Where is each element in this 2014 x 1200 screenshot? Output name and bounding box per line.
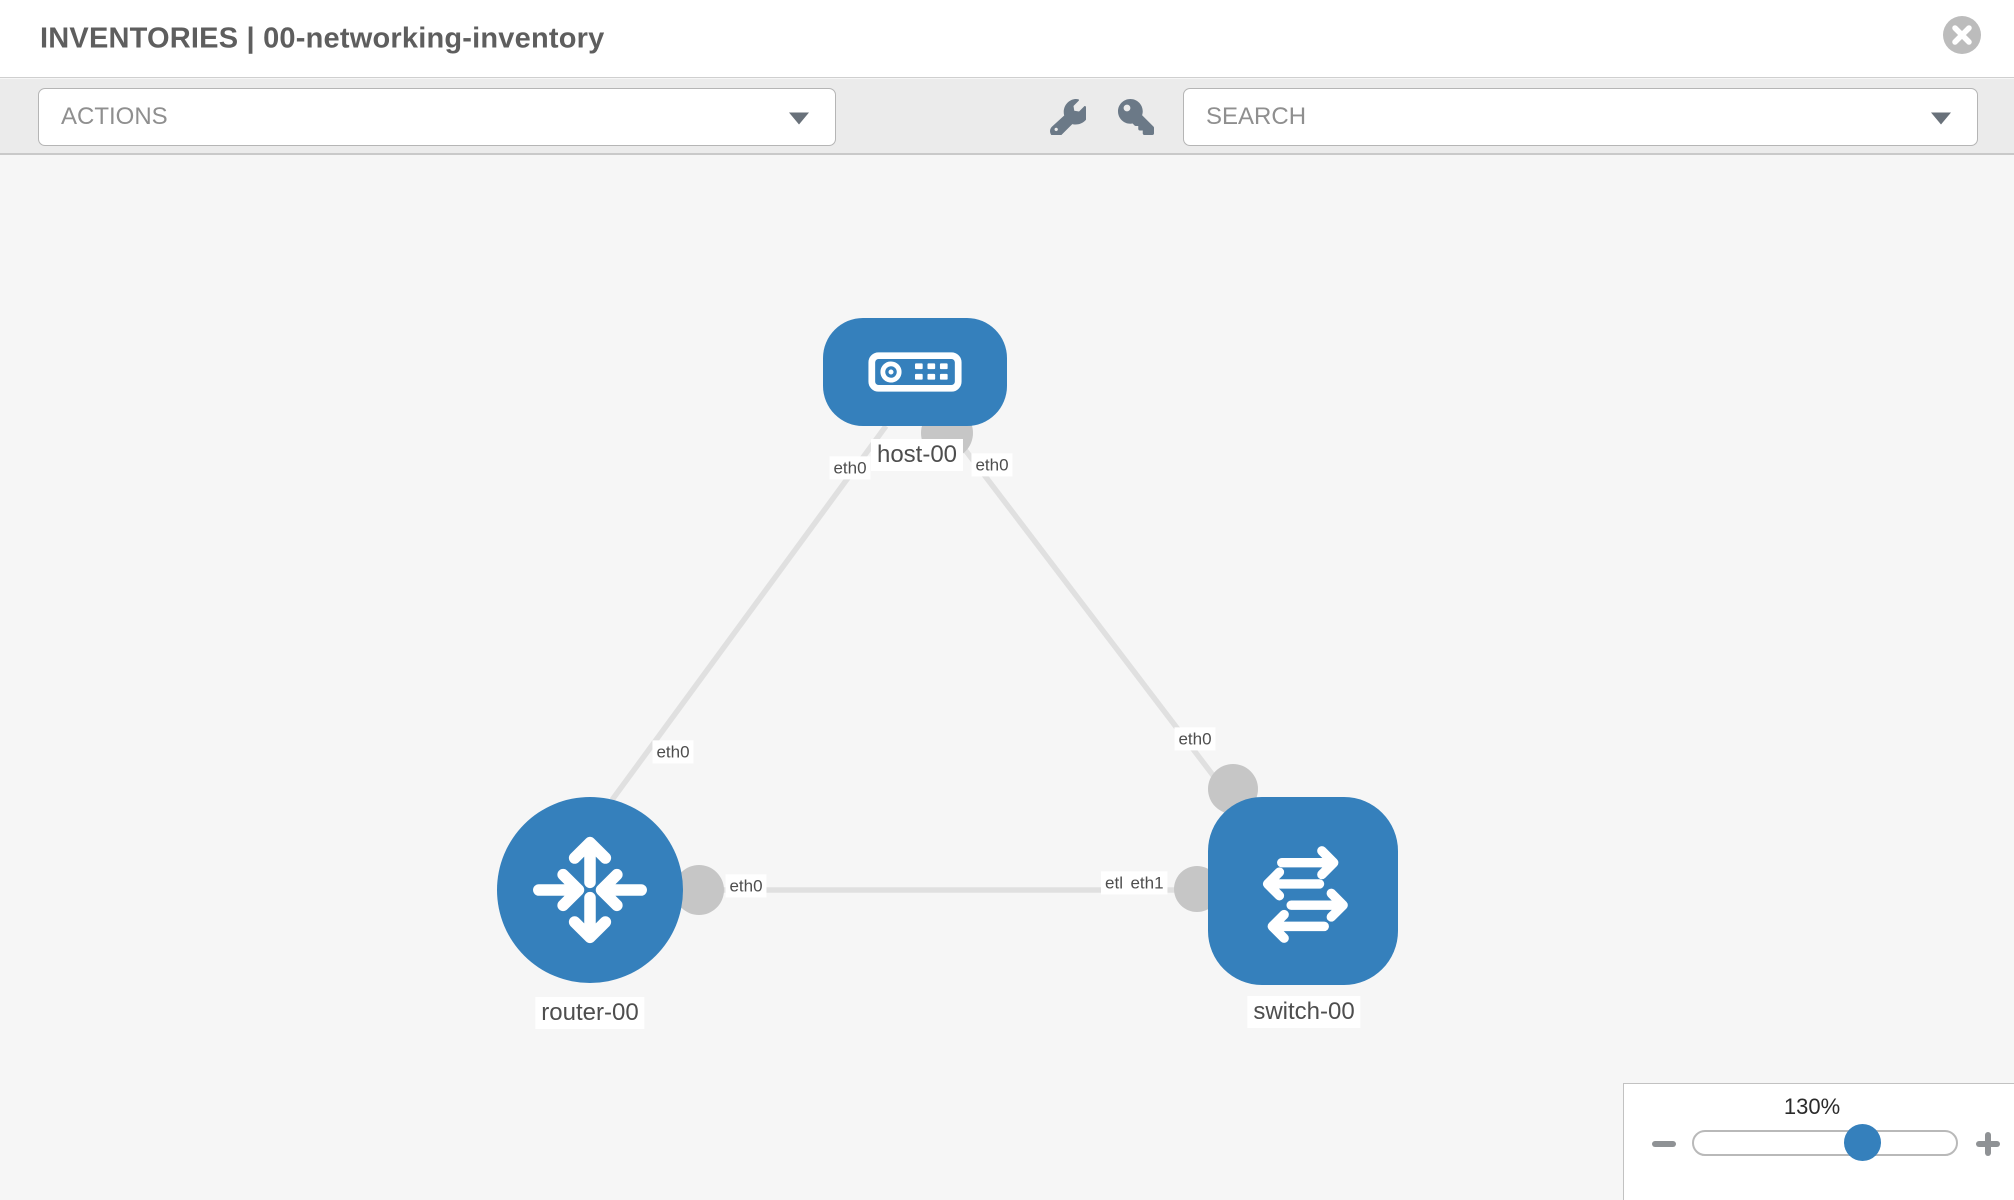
interface-label: eth0: [1174, 727, 1216, 751]
toolbar: ACTIONS SEARCH: [0, 79, 2014, 155]
interface-label: eth0: [652, 740, 694, 764]
zoom-out-button[interactable]: [1650, 1130, 1678, 1158]
page-title: INVENTORIES | 00-networking-inventory: [40, 22, 605, 54]
node-host-00[interactable]: [823, 318, 1007, 426]
search-dropdown-label: SEARCH: [1206, 103, 1307, 130]
zoom-panel: 130%: [1623, 1083, 2014, 1200]
minus-icon: [1652, 1141, 1676, 1147]
chevron-down-icon: [789, 112, 809, 125]
interface-port: [674, 865, 724, 915]
actions-dropdown-label: ACTIONS: [61, 103, 168, 130]
switch-icon: [1262, 846, 1348, 943]
host-icon: [868, 352, 962, 392]
zoom-slider-thumb[interactable]: [1844, 1124, 1882, 1161]
key-icon: [1118, 98, 1154, 138]
node-label-switch-00: switch-00: [1247, 996, 1361, 1028]
interface-label: eth1: [1126, 871, 1168, 895]
node-label-host-00: host-00: [870, 439, 964, 471]
node-router-00[interactable]: [497, 797, 683, 983]
node-switch-00[interactable]: [1208, 797, 1398, 985]
credentials-button[interactable]: [1116, 98, 1156, 138]
zoom-level-value: 130%: [1783, 1094, 1841, 1119]
close-button[interactable]: [1941, 14, 1983, 56]
close-icon: [1941, 16, 1983, 59]
chevron-down-icon: [1931, 112, 1951, 125]
search-dropdown[interactable]: SEARCH: [1183, 88, 1978, 146]
node-label-router-00: router-00: [535, 997, 645, 1029]
topology-link: [609, 424, 889, 802]
interface-label: eth0: [725, 874, 767, 898]
configure-button[interactable]: [1048, 98, 1089, 138]
header-bar: INVENTORIES | 00-networking-inventory: [0, 0, 2014, 78]
interface-label: eth0: [971, 453, 1013, 477]
interface-label: eth0: [829, 456, 871, 480]
zoom-slider-track[interactable]: [1692, 1124, 1958, 1161]
zoom-in-button[interactable]: [1974, 1130, 2002, 1158]
actions-dropdown[interactable]: ACTIONS: [38, 88, 836, 146]
wrench-icon: [1050, 98, 1089, 138]
router-icon: [533, 836, 647, 944]
interface-label: etl: [1101, 871, 1127, 895]
